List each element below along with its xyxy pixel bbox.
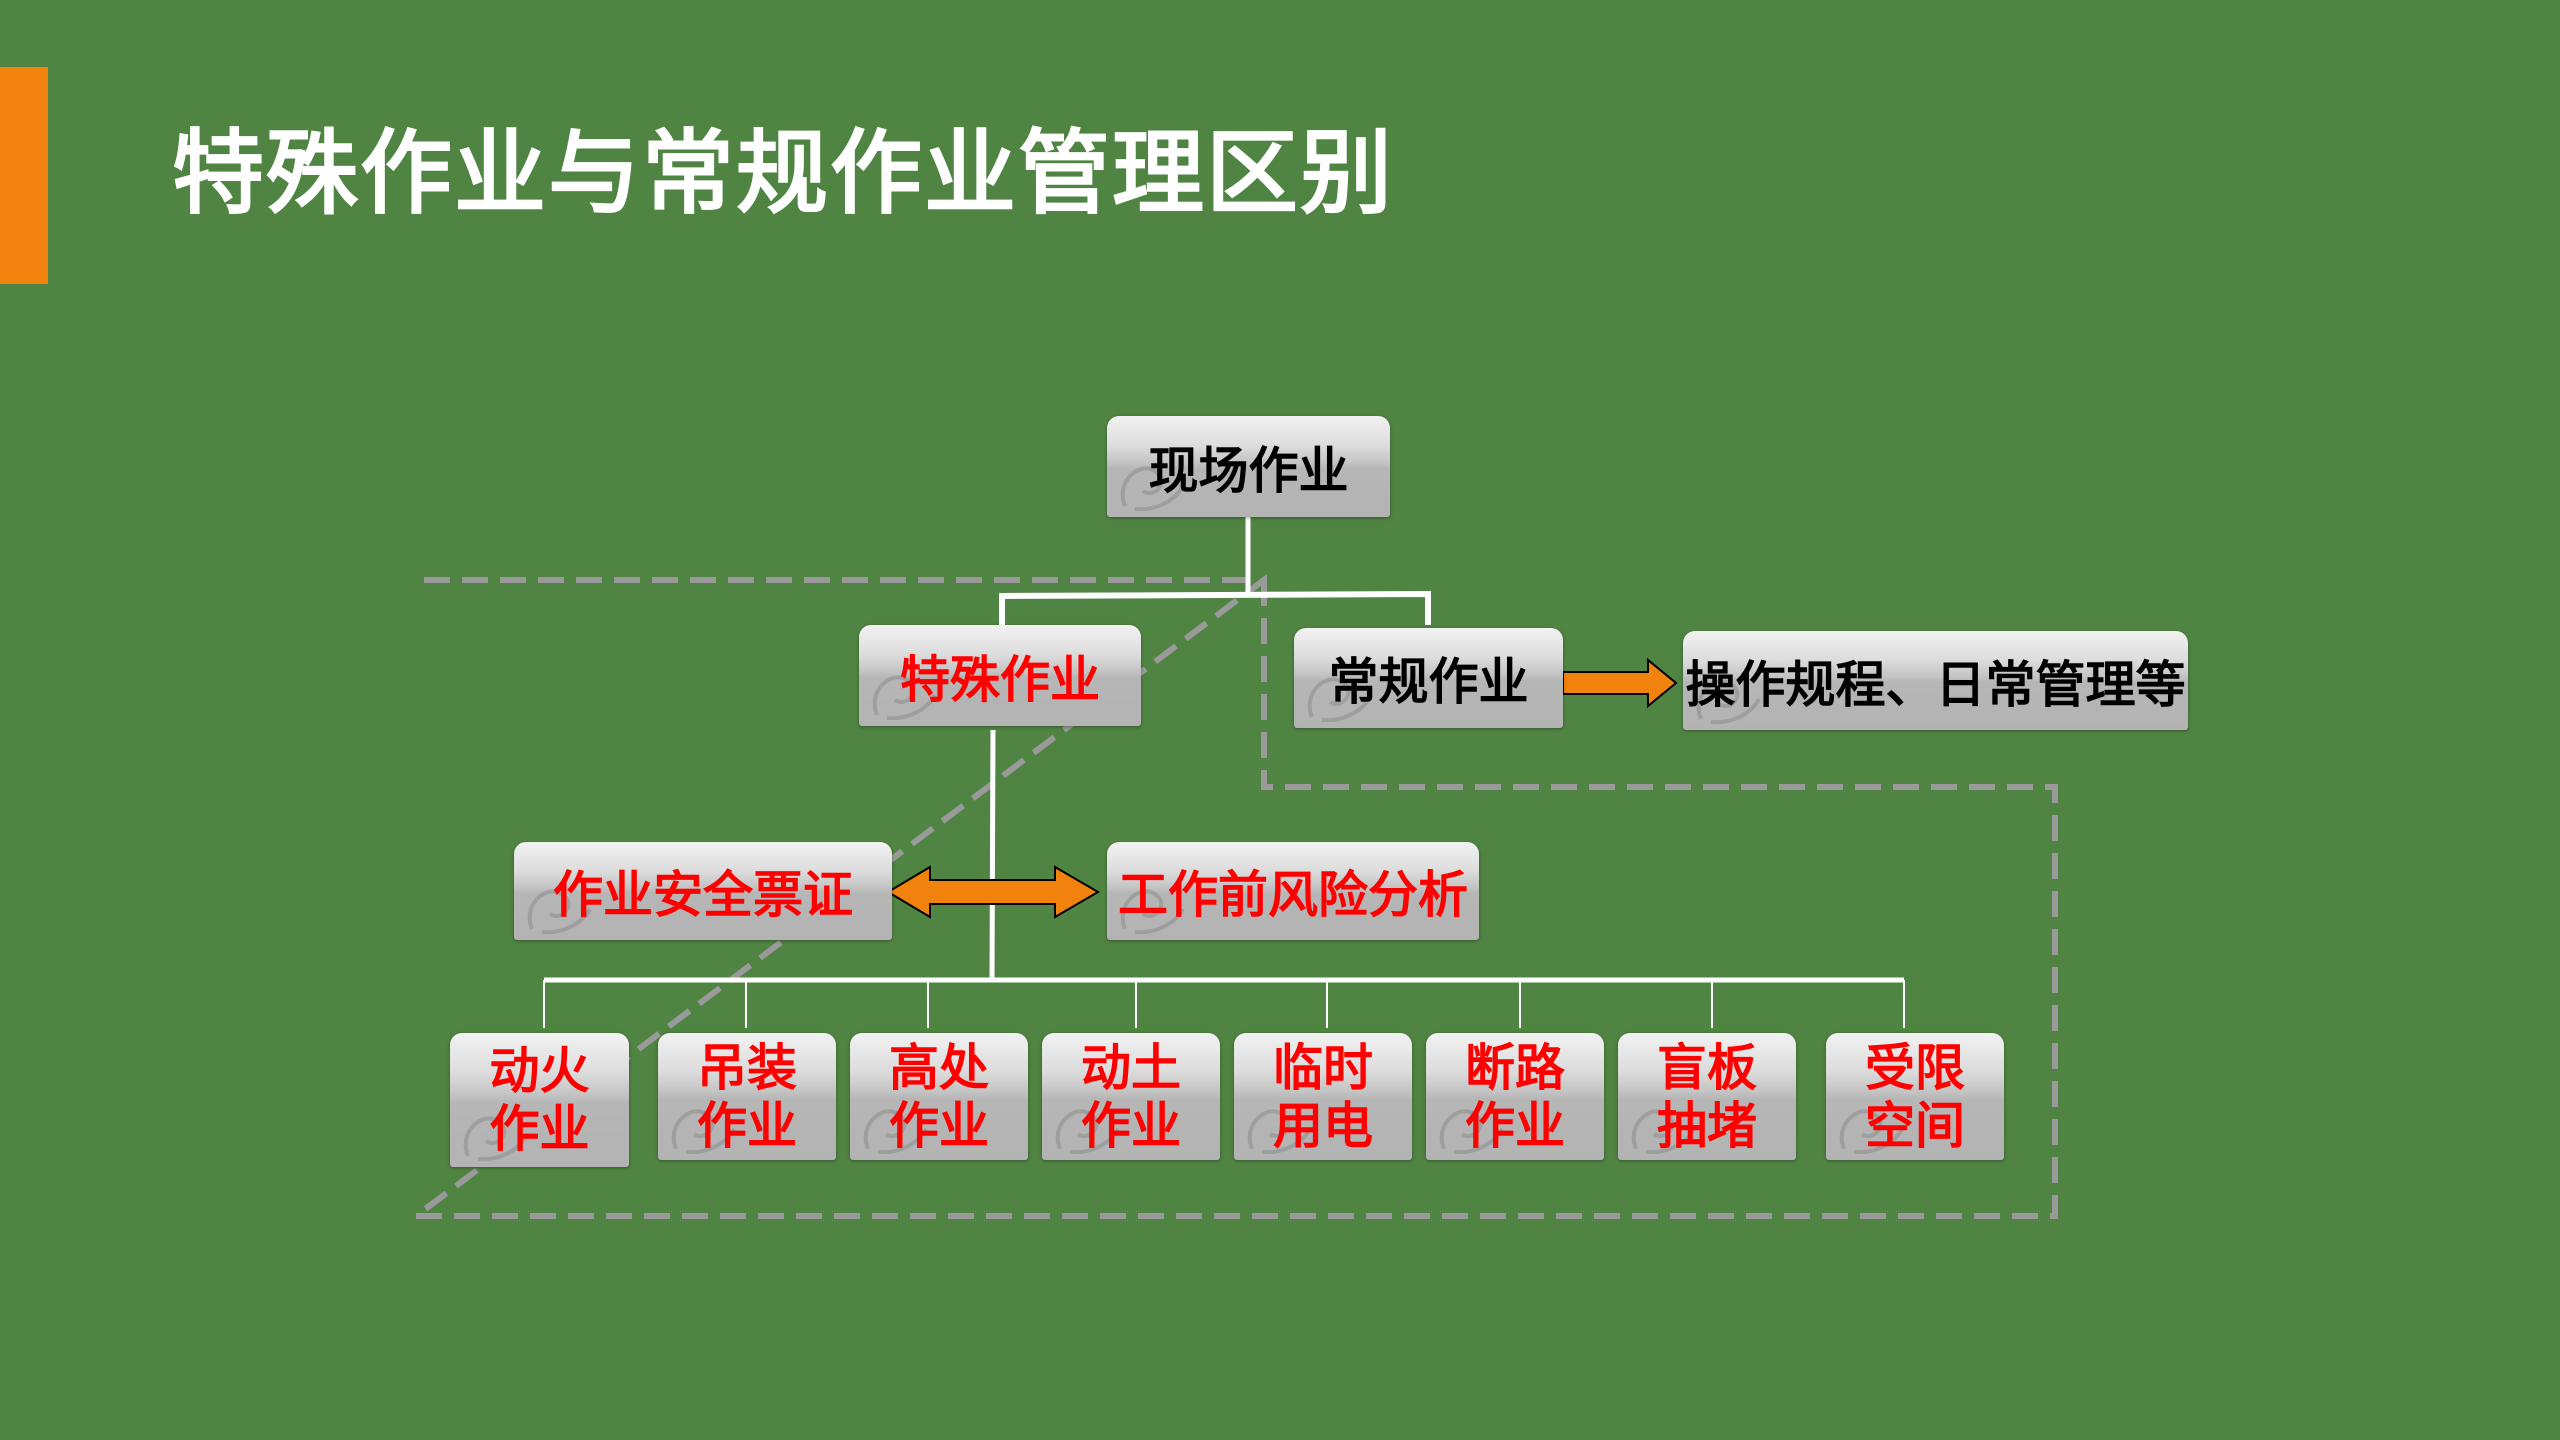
leaf-node: 断路作业 [1426,1033,1604,1160]
right-arrow-icon [1562,657,1678,709]
leaf-label: 盲板抽堵 [1657,1038,1757,1155]
leaf-label: 吊装作业 [697,1038,797,1155]
node-job-hazard-analysis: 工作前风险分析 [1107,842,1479,940]
leaf-node: 高处作业 [850,1033,1028,1160]
slide-title: 特殊作业与常规作业管理区别 [172,119,1395,227]
accent-bar [0,67,48,284]
leaf-node: 盲板抽堵 [1618,1033,1796,1160]
leaf-node: 动土作业 [1042,1033,1220,1160]
node-label: 常规作业 [1328,653,1529,711]
leaf-label: 高处作业 [889,1038,989,1155]
node-label: 现场作业 [1148,441,1349,500]
leaf-label: 动土作业 [1081,1038,1181,1155]
double-arrow-icon [886,865,1100,919]
leaf-node: 临时用电 [1234,1033,1412,1160]
leaf-node: 动火作业 [450,1033,629,1167]
leaf-label: 临时用电 [1273,1038,1373,1155]
leaf-label: 动火作业 [489,1042,590,1158]
leaf-label: 受限空间 [1865,1038,1965,1155]
node-routine-work: 常规作业 [1294,628,1563,728]
leaf-ticks [543,980,1905,1028]
branch-connector [999,590,1431,625]
leaf-node: 吊装作业 [658,1033,836,1160]
special-trunk [989,729,996,981]
root-node-onsite-work: 现场作业 [1107,416,1390,517]
node-label: 操作规程、日常管理等 [1685,655,2186,714]
node-label: 特殊作业 [900,650,1100,709]
node-work-permit: 作业安全票证 [514,842,892,940]
node-special-work: 特殊作业 [859,625,1141,726]
leaf-node: 受限空间 [1826,1033,2004,1160]
node-label: 工作前风险分析 [1118,866,1468,924]
node-routine-management: 操作规程、日常管理等 [1683,631,2188,730]
leaf-label: 断路作业 [1465,1038,1565,1155]
node-label: 作业安全票证 [553,866,853,924]
